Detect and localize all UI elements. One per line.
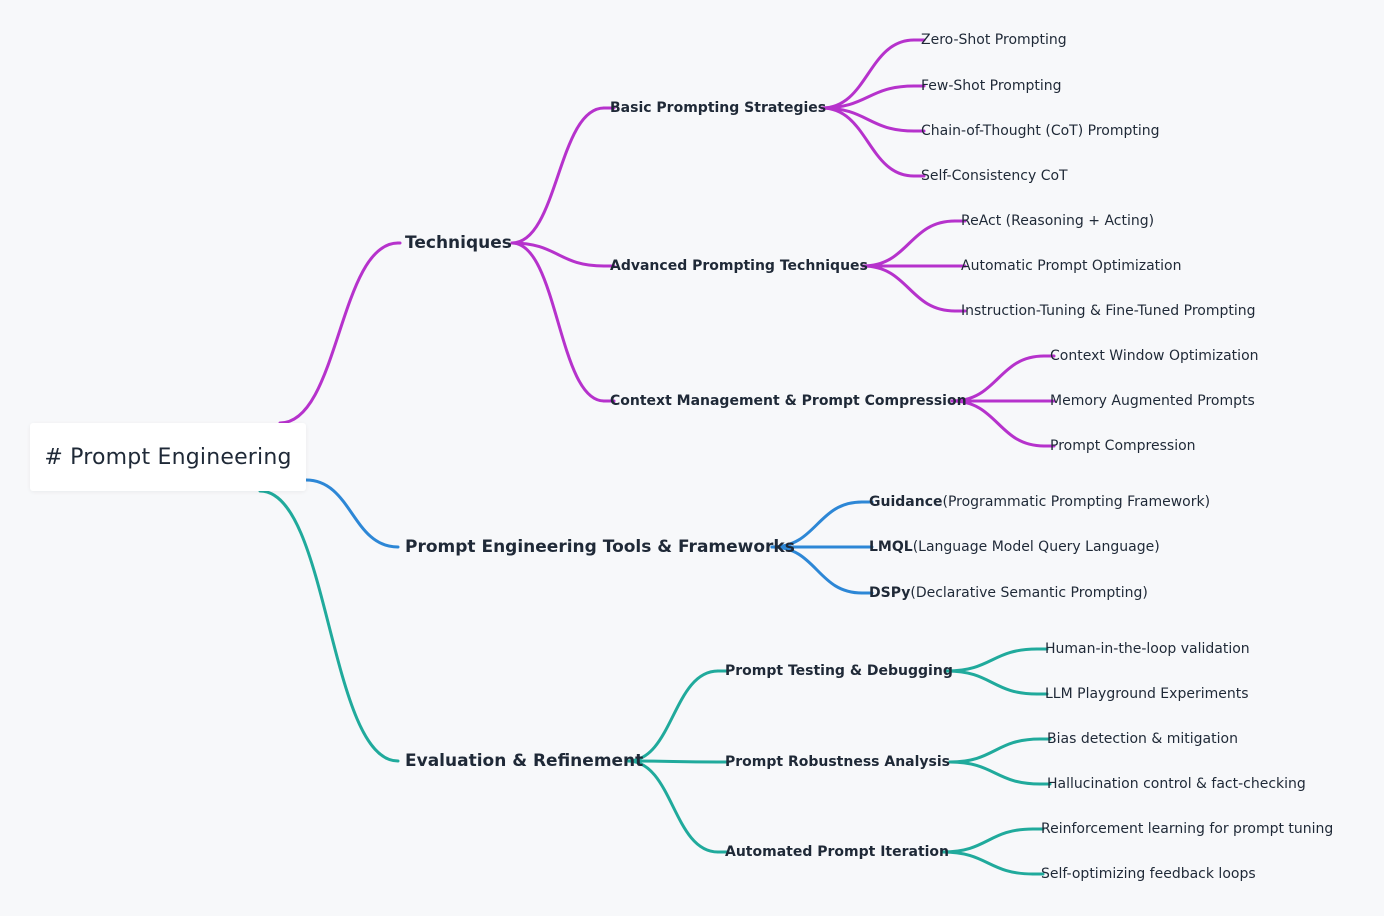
testing-connector-0 [945, 647, 1039, 673]
iteration-connector-1 [941, 850, 1035, 876]
root-to-evaluation-connector [258, 489, 400, 763]
root-to-tools-connector [304, 478, 400, 549]
node-prompt-testing[interactable]: Prompt Testing & Debugging [725, 663, 953, 679]
leaf-context-window[interactable]: Context Window Optimization [1050, 348, 1259, 364]
techniques-connector-1 [510, 241, 606, 268]
leaf-few-shot[interactable]: Few-Shot Prompting [921, 78, 1062, 94]
robustness-connector-0 [948, 737, 1042, 764]
tools-connector-0 [770, 500, 864, 549]
leaf-instruction-tuning[interactable]: Instruction-Tuning & Fine-Tuned Promptin… [961, 303, 1256, 319]
node-context-management[interactable]: Context Management & Prompt Compression [610, 393, 967, 409]
leaf-hallucination-control[interactable]: Hallucination control & fact-checking [1047, 776, 1306, 792]
evaluation-connector-1 [626, 759, 720, 764]
tool-name: Guidance [869, 494, 943, 510]
node-automated-iteration[interactable]: Automated Prompt Iteration [725, 844, 950, 860]
leaf-auto-prompt-optimization[interactable]: Automatic Prompt Optimization [961, 258, 1182, 274]
techniques-connector-2 [510, 241, 606, 403]
node-advanced-prompting-techniques[interactable]: Advanced Prompting Techniques [610, 258, 868, 274]
branch-tools-frameworks[interactable]: Prompt Engineering Tools & Frameworks [405, 537, 795, 557]
basic-connector-3 [820, 106, 916, 178]
leaf-prompt-compression[interactable]: Prompt Compression [1050, 438, 1196, 454]
tools-connector-2 [770, 545, 864, 595]
tool-name: LMQL [869, 539, 913, 555]
tool-description: (Declarative Semantic Prompting) [910, 585, 1148, 601]
root-node[interactable]: # Prompt Engineering [30, 423, 306, 491]
leaf-memory-augmented[interactable]: Memory Augmented Prompts [1050, 393, 1255, 409]
tool-description: (Programmatic Prompting Framework) [942, 494, 1211, 510]
leaf-human-in-the-loop[interactable]: Human-in-the-loop validation [1045, 641, 1250, 657]
leaf-reinforcement-learning[interactable]: Reinforcement learning for prompt tuning [1041, 821, 1334, 837]
evaluation-connector-2 [626, 759, 720, 854]
leaf-guidance[interactable]: Guidance(Programmatic Prompting Framewor… [869, 492, 1210, 512]
leaf-chain-of-thought[interactable]: Chain-of-Thought (CoT) Prompting [921, 123, 1160, 139]
tool-name: DSPy [869, 585, 911, 601]
branch-techniques[interactable]: Techniques [405, 233, 512, 253]
iteration-connector-0 [941, 827, 1035, 854]
root-to-techniques-connector [278, 241, 400, 425]
branch-evaluation-refinement[interactable]: Evaluation & Refinement [405, 751, 644, 771]
context-connector-0 [950, 354, 1046, 403]
robustness-connector-1 [948, 760, 1042, 786]
context-connector-2 [950, 399, 1046, 448]
leaf-react[interactable]: ReAct (Reasoning + Acting) [961, 213, 1155, 229]
node-prompt-robustness[interactable]: Prompt Robustness Analysis [725, 754, 951, 770]
leaf-self-consistency[interactable]: Self-Consistency CoT [921, 168, 1068, 184]
techniques-connector-0 [510, 106, 606, 245]
leaf-self-optimizing[interactable]: Self-optimizing feedback loops [1041, 866, 1256, 882]
leaf-dspy[interactable]: DSPy(Declarative Semantic Prompting) [869, 583, 1148, 603]
basic-connector-0 [820, 38, 916, 110]
advanced-connector-0 [861, 219, 957, 268]
testing-connector-1 [945, 669, 1039, 696]
tool-description: (Language Model Query Language) [912, 539, 1160, 555]
leaf-zero-shot[interactable]: Zero-Shot Prompting [921, 32, 1067, 48]
node-basic-prompting-strategies[interactable]: Basic Prompting Strategies [610, 100, 827, 116]
leaf-llm-playground[interactable]: LLM Playground Experiments [1045, 686, 1249, 702]
leaf-bias-detection[interactable]: Bias detection & mitigation [1047, 731, 1238, 747]
evaluation-connector-0 [626, 669, 720, 763]
advanced-connector-2 [861, 264, 957, 313]
leaf-lmql[interactable]: LMQL(Language Model Query Language) [869, 537, 1160, 557]
